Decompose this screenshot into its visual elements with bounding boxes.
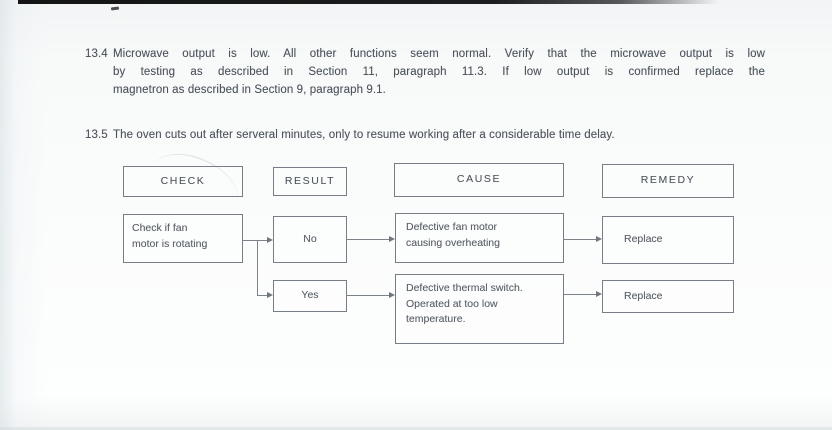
connector-line — [564, 294, 596, 295]
paragraph-text: Microwave output is low. All other funct… — [113, 45, 765, 99]
connector-arrow — [596, 291, 602, 297]
connector-arrow — [596, 236, 602, 242]
flowchart-result-yes-box: Yes — [273, 280, 347, 312]
flowchart-cause-box-2: Defective thermal switch. Operated at to… — [395, 274, 564, 344]
scan-bottom-band — [0, 427, 832, 430]
flowchart-check-box: Check if fan motor is rotating — [123, 214, 243, 263]
flowchart-remedy-box-1: Replace — [602, 216, 734, 264]
paragraph-number: 13.4 — [85, 48, 108, 60]
cause-box-line: temperature. — [406, 313, 466, 325]
cause-box-line: causing overheating — [406, 236, 500, 249]
flowchart-header-result: RESULT — [273, 167, 347, 196]
connector-arrow — [389, 292, 395, 298]
paragraph-line: by testing as described in Section 11, p… — [113, 66, 765, 78]
connector-line — [564, 239, 596, 240]
paragraph-line: The oven cuts out after serveral minutes… — [113, 129, 615, 141]
connector-line — [243, 240, 267, 241]
cause-box-line: Defective thermal switch. — [406, 282, 523, 294]
connector-arrow — [267, 292, 273, 298]
connector-line — [347, 239, 389, 240]
paragraph-text: The oven cuts out after serveral minutes… — [113, 126, 765, 144]
connector-line — [257, 295, 267, 296]
flowchart-result-no-box: No — [273, 216, 347, 263]
connector-arrow — [389, 236, 395, 242]
flowchart-header-check: CHECK — [123, 166, 243, 197]
flowchart-header-cause: CAUSE — [394, 163, 564, 197]
scan-speck — [110, 6, 120, 11]
cause-box-line: Operated at too low — [406, 297, 498, 310]
connector-arrow — [267, 237, 273, 243]
flowchart-remedy-box-2: Replace — [602, 280, 734, 313]
flowchart-cause-box-1: Defective fan motor causing overheating — [395, 213, 564, 263]
scan-edge-artifact — [18, 0, 718, 4]
paragraph-line: magnetron as described in Section 9, par… — [113, 84, 386, 96]
flowchart-header-remedy: REMEDY — [602, 164, 734, 198]
check-box-line: Check if fan — [132, 222, 188, 234]
connector-line — [347, 295, 389, 296]
check-box-line: motor is rotating — [132, 237, 208, 250]
paragraph-13-4: 13.4 Microwave output is low. All other … — [85, 45, 765, 99]
cause-box-line: Defective fan motor — [406, 221, 498, 233]
paragraph-line: Microwave output is low. All other funct… — [113, 48, 765, 60]
paragraph-number: 13.5 — [85, 129, 108, 141]
connector-line — [257, 240, 258, 296]
paragraph-13-5: 13.5 The oven cuts out after serveral mi… — [85, 126, 765, 144]
